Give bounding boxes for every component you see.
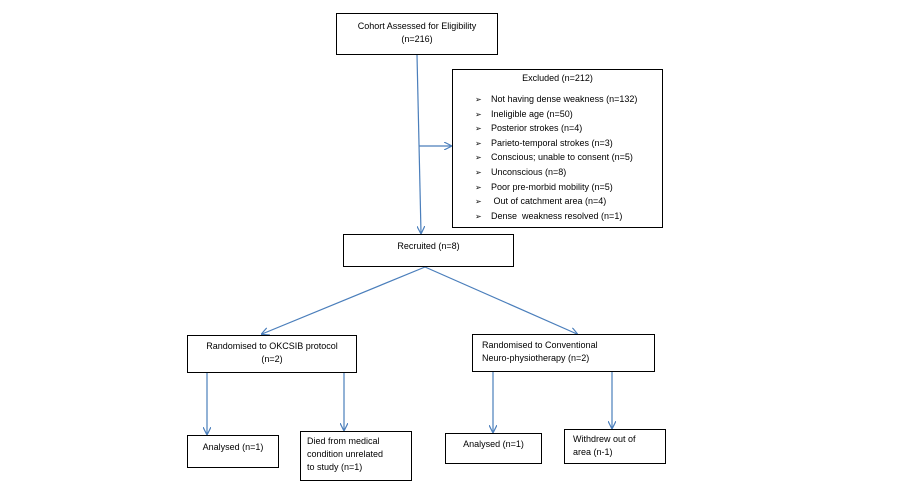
recruited-label: Recruited (n=8) <box>397 241 460 251</box>
list-item: ➢Conscious; unable to consent (n=5) <box>475 152 633 163</box>
randomised-conventional-title: Randomised to Conventional <box>482 340 598 350</box>
withdrew-line-1: Withdrew out of <box>573 434 636 444</box>
arrow-recruited-to-okcsib <box>262 266 426 334</box>
arrow-bullet-icon: ➢ <box>475 153 482 163</box>
list-item: ➢Posterior strokes (n=4) <box>475 123 583 134</box>
arrow-bullet-icon: ➢ <box>475 167 482 177</box>
assessed-count: (n=216) <box>401 34 433 44</box>
randomised-okcsib-box: Randomised to OKCSIB protocol (n=2) <box>187 335 357 373</box>
assessed-title: Cohort Assessed for Eligibility <box>357 21 477 31</box>
arrow-bullet-icon: ➢ <box>475 109 482 119</box>
list-item: ➢Dense weakness resolved (n=1) <box>475 210 623 221</box>
list-item: ➢ Out of catchment area (n=4) <box>475 196 607 207</box>
arrow-bullet-icon: ➢ <box>475 138 482 148</box>
analysed-okcsib-box: Analysed (n=1) <box>187 435 279 468</box>
excluded-title: Excluded (n=212) <box>522 73 593 83</box>
randomised-conventional-box: Randomised to Conventional Neuro-physiot… <box>472 334 655 372</box>
arrow-assessed-to-recruited <box>416 54 421 233</box>
arrow-bullet-icon: ➢ <box>475 182 482 192</box>
list-item: ➢Poor pre-morbid mobility (n=5) <box>475 181 613 192</box>
arrow-bullet-icon: ➢ <box>475 124 482 134</box>
list-item: ➢Ineligible age (n=50) <box>475 108 573 119</box>
arrow-bullet-icon: ➢ <box>475 95 482 104</box>
randomised-conventional-subtitle: Neuro-physiotherapy (n=2) <box>482 353 590 363</box>
died-box: Died from medical condition unrelated to… <box>300 431 412 481</box>
analysed-conventional-label: Analysed (n=1) <box>463 439 524 449</box>
list-item: ➢Parieto-temporal strokes (n=3) <box>475 137 613 148</box>
excluded-list: ➢Not having dense weakness (n=132) ➢Inel… <box>475 93 662 224</box>
arrow-recruited-to-conventional <box>424 266 577 334</box>
assessed-box: Cohort Assessed for Eligibility (n=216) <box>336 13 498 55</box>
withdrew-box: Withdrew out of area (n-1) <box>564 429 666 464</box>
analysed-okcsib-label: Analysed (n=1) <box>202 442 264 452</box>
died-line-2: condition unrelated <box>307 449 384 459</box>
recruited-box: Recruited (n=8) <box>343 234 514 267</box>
died-line-3: to study (n=1) <box>307 462 363 472</box>
list-item: ➢Not having dense weakness (n=132) <box>475 94 638 104</box>
analysed-conventional-box: Analysed (n=1) <box>445 433 542 464</box>
withdrew-line-2: area (n-1) <box>573 447 613 457</box>
arrow-bullet-icon: ➢ <box>475 211 482 221</box>
randomised-okcsib-title: Randomised to OKCSIB protocol <box>206 341 338 351</box>
arrow-bullet-icon: ➢ <box>475 197 482 207</box>
died-line-1: Died from medical <box>307 436 380 446</box>
randomised-okcsib-count: (n=2) <box>261 354 283 364</box>
list-item: ➢Unconscious (n=8) <box>475 166 567 177</box>
excluded-box: Excluded (n=212) ➢Not having dense weakn… <box>452 69 663 228</box>
